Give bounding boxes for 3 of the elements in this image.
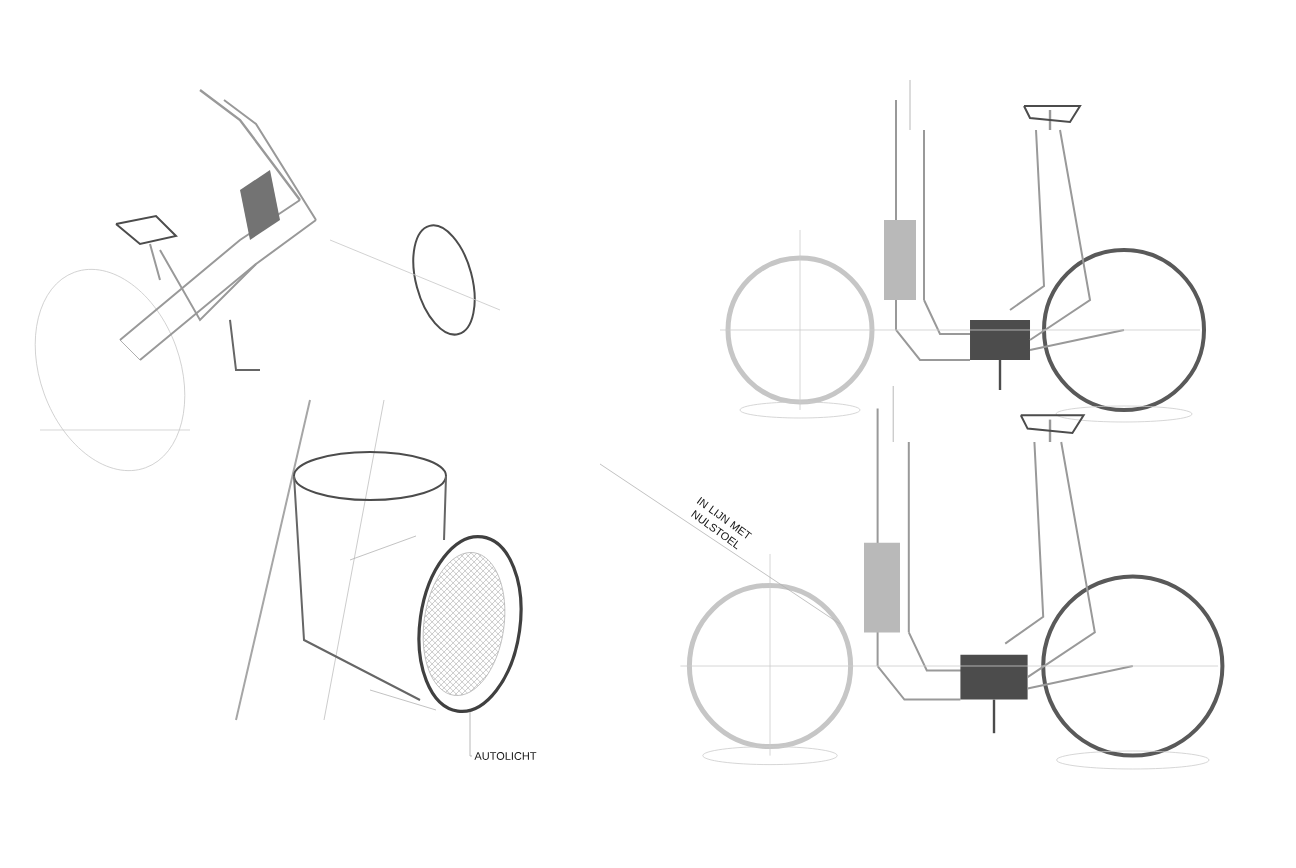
leader-line <box>469 711 473 757</box>
lamp-lens <box>422 552 506 696</box>
lamp-lens <box>417 535 523 713</box>
